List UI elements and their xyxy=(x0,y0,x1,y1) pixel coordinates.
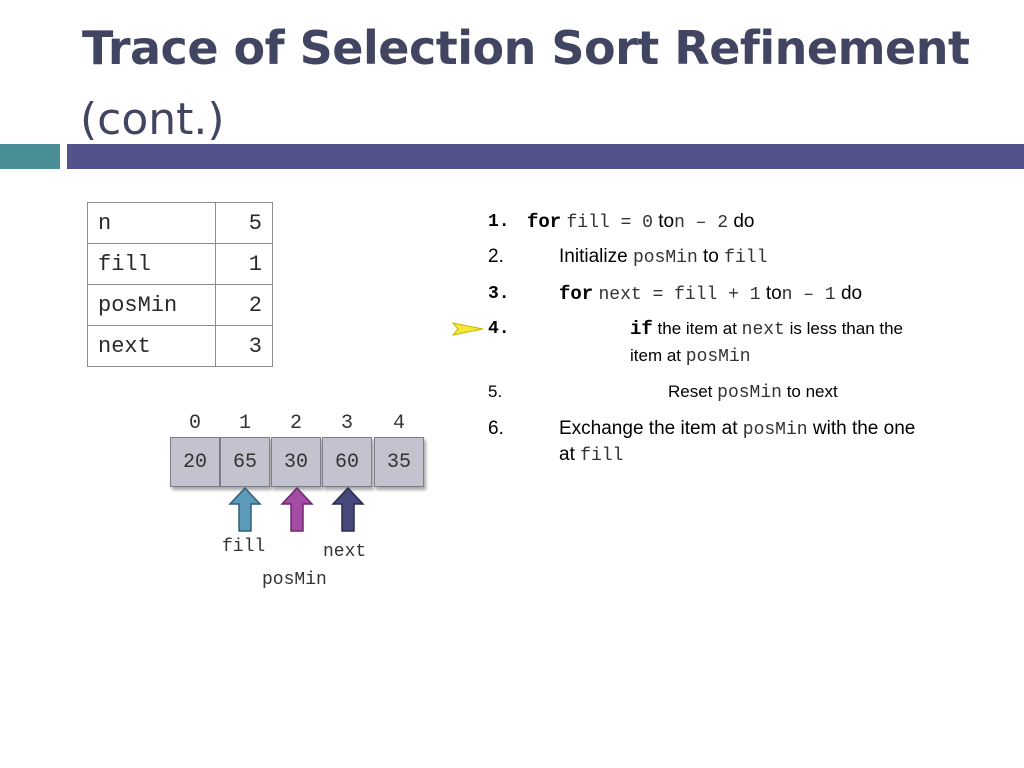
step-4-cont: item at posMin xyxy=(630,343,751,370)
step-text: do xyxy=(840,283,863,304)
array-index: 0 xyxy=(188,412,201,435)
array-cell: 30 xyxy=(271,437,321,487)
array-index: 1 xyxy=(238,412,251,435)
step-text: to xyxy=(658,211,675,232)
posmin-arrow-icon xyxy=(280,486,314,532)
code-text: n – 1 xyxy=(781,285,836,305)
step-text: Exchange the item at xyxy=(559,418,738,439)
posmin-label: posMin xyxy=(262,570,327,590)
step-4: if the item at next is less than the xyxy=(630,316,903,343)
table-row: fill 1 xyxy=(87,243,273,285)
step-text: item at xyxy=(630,346,682,365)
step-text: Initialize xyxy=(559,246,628,267)
variable-table: n 5 fill 1 posMin 2 next 3 xyxy=(87,202,273,367)
code-text: fill = 0 xyxy=(566,213,653,233)
step-number: 2. xyxy=(488,246,504,267)
array-index: 3 xyxy=(340,412,353,435)
next-arrow-icon xyxy=(331,486,365,532)
code-text: fill xyxy=(724,248,768,268)
array-cell: 60 xyxy=(322,437,372,487)
fill-arrow-icon xyxy=(228,486,262,532)
step-text: at xyxy=(559,444,575,465)
slide-subtitle: (cont.) xyxy=(80,94,225,145)
code-text: posMin xyxy=(685,347,751,367)
step-6: Exchange the item at posMin with the one xyxy=(559,416,915,443)
array-cell: 65 xyxy=(220,437,270,487)
code-text: fill xyxy=(580,446,624,466)
step-6-cont: at fill xyxy=(559,442,623,469)
header-bar-accent xyxy=(0,144,60,169)
var-value: 3 xyxy=(215,325,273,367)
step-1: for fill = 0 ton – 2 do xyxy=(527,209,755,236)
code-text: next xyxy=(741,320,785,340)
code-text: posMin xyxy=(742,420,808,440)
code-text: next = fill + 1 xyxy=(598,285,761,305)
var-name: fill xyxy=(87,243,216,285)
array-cell: 35 xyxy=(374,437,424,487)
var-value: 2 xyxy=(215,284,273,326)
step-number: 1. xyxy=(488,212,510,232)
step-number: 6. xyxy=(488,418,504,439)
slide-title: Trace of Selection Sort Refinement xyxy=(82,21,970,75)
step-text: Reset xyxy=(668,382,713,401)
table-row: posMin 2 xyxy=(87,284,273,326)
code-text: n – 2 xyxy=(674,213,729,233)
array-index: 4 xyxy=(392,412,405,435)
var-name: n xyxy=(87,202,216,244)
array-index: 2 xyxy=(289,412,302,435)
next-label: next xyxy=(323,542,367,562)
step-text: the item at xyxy=(657,319,737,338)
keyword-if: if xyxy=(630,318,653,340)
step-number: 5. xyxy=(488,382,503,401)
pointer-icon xyxy=(452,322,484,336)
var-value: 1 xyxy=(215,243,273,285)
step-2: Initialize posMin to fill xyxy=(559,244,767,271)
step-text: with the one xyxy=(812,418,916,439)
step-text: to xyxy=(703,246,719,267)
code-text: posMin xyxy=(632,248,698,268)
fill-label: fill xyxy=(222,537,266,557)
step-text: to next xyxy=(786,382,838,401)
step-number: 4. xyxy=(488,319,510,339)
header-bar xyxy=(67,144,1024,169)
var-value: 5 xyxy=(215,202,273,244)
table-row: n 5 xyxy=(87,202,273,244)
keyword-for: for xyxy=(559,283,594,305)
var-name: posMin xyxy=(87,284,216,326)
step-text: is less than the xyxy=(789,319,904,338)
step-number: 3. xyxy=(488,284,510,304)
step-3: for next = fill + 1 ton – 1 do xyxy=(559,281,862,308)
step-text: to xyxy=(765,283,782,304)
step-text: do xyxy=(733,211,755,232)
step-5: Reset posMin to next xyxy=(668,379,838,406)
array-cell: 20 xyxy=(170,437,220,487)
var-name: next xyxy=(87,325,216,367)
code-text: posMin xyxy=(717,383,782,403)
table-row: next 3 xyxy=(87,325,273,367)
keyword-for: for xyxy=(527,211,562,233)
